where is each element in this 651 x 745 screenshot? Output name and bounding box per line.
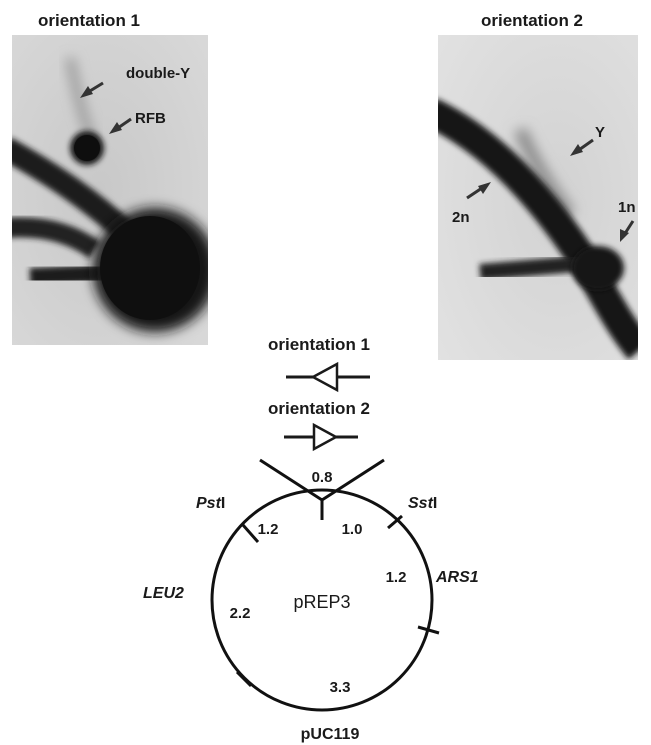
y-label: Y <box>595 124 605 141</box>
segment-right-top-label: 1.0 <box>342 521 363 538</box>
pst-site-suffix: I <box>221 495 225 512</box>
segment-bottom-label: 3.3 <box>330 679 351 696</box>
right-gel-image <box>430 35 640 360</box>
sst-site-name: Sst <box>408 495 434 512</box>
left-panel-title: orientation 1 <box>38 11 140 30</box>
sst-site-label: SstI <box>408 495 437 512</box>
orientation-2-symbol <box>284 425 358 449</box>
sst-site-suffix: I <box>433 495 437 512</box>
leu2-boundary-tick <box>237 672 251 686</box>
orientation-1-label: orientation 1 <box>268 335 370 354</box>
orientation-1-symbol <box>286 364 370 390</box>
vector-name-label: pUC119 <box>301 726 360 743</box>
1n-label: 1n <box>618 199 636 216</box>
double-y-label: double-Y <box>126 65 190 82</box>
pst-site-label: PstI <box>196 495 225 512</box>
segment-left-top-label: 1.2 <box>258 521 279 538</box>
insert-size-label: 0.8 <box>312 469 333 486</box>
segment-right-label: 1.2 <box>386 569 407 586</box>
pst-site-tick <box>243 525 258 542</box>
pst-site-name: Pst <box>196 495 222 512</box>
rfb-label: RFB <box>135 110 166 127</box>
2n-label: 2n <box>452 209 470 226</box>
leu2-label: LEU2 <box>143 585 184 602</box>
segment-left-label: 2.2 <box>230 605 251 622</box>
plasmid-name-label: pREP3 <box>293 592 350 612</box>
orientation-2-label: orientation 2 <box>268 399 370 418</box>
right-panel-title: orientation 2 <box>481 11 583 30</box>
ars1-label: ARS1 <box>435 569 479 586</box>
